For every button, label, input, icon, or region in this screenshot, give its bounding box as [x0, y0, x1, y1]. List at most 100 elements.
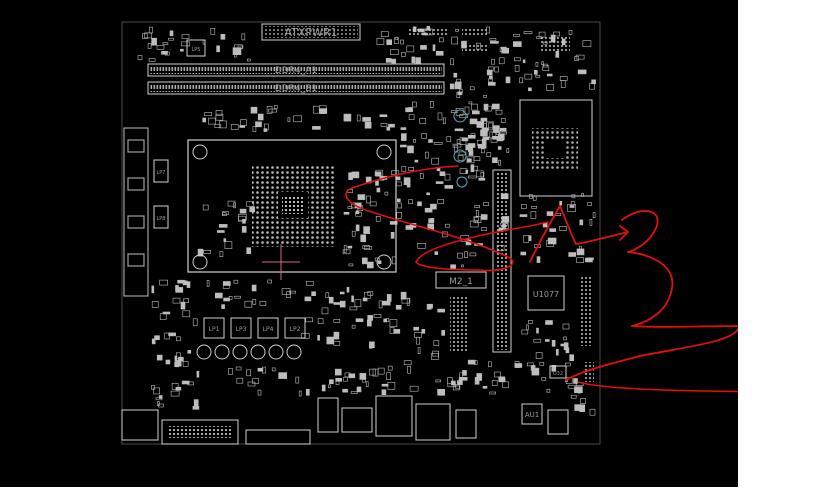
- smd-component: [328, 296, 334, 304]
- smd-component: [247, 58, 251, 62]
- inductor-label: LP1: [209, 326, 220, 333]
- smd-component: [405, 225, 414, 230]
- smd-component: [390, 232, 395, 239]
- smd-component: [462, 370, 467, 376]
- smd-component: [458, 151, 467, 156]
- atx-power-label: ATXPWR1: [284, 26, 337, 39]
- smd-component: [387, 381, 396, 390]
- smd-component: [305, 388, 310, 396]
- smd-component: [430, 203, 437, 210]
- smd-component: [369, 201, 377, 207]
- smd-component: [170, 390, 180, 397]
- smd-component: [386, 294, 392, 302]
- smd-component: [471, 110, 480, 115]
- smd-component: [181, 380, 190, 385]
- smd-component: [497, 146, 502, 150]
- smd-component: [478, 178, 486, 181]
- smd-component: [228, 368, 233, 375]
- smd-component: [328, 384, 331, 389]
- smd-component: [474, 217, 479, 221]
- smd-component: [172, 297, 181, 304]
- smd-component: [180, 48, 184, 52]
- smd-component: [348, 373, 356, 379]
- smd-component: [467, 143, 476, 148]
- smd-component: [555, 51, 560, 58]
- smd-component: [499, 47, 504, 53]
- smd-component: [480, 214, 488, 220]
- smd-component: [468, 101, 473, 105]
- smd-component: [360, 234, 367, 243]
- smd-component: [565, 347, 570, 354]
- smd-component: [343, 212, 350, 215]
- smd-component: [381, 389, 387, 396]
- smd-component: [395, 176, 401, 181]
- smd-component: [400, 133, 407, 141]
- smd-component: [475, 210, 479, 217]
- smd-component: [182, 310, 191, 318]
- chipset: [519, 99, 593, 197]
- smd-component: [465, 169, 469, 174]
- smd-component: [355, 318, 364, 323]
- smd-component: [268, 108, 277, 113]
- smd-component: [216, 45, 220, 53]
- smd-component: [491, 58, 495, 65]
- smd-component: [491, 380, 498, 386]
- smd-component: [386, 127, 391, 131]
- smd-component: [168, 332, 176, 337]
- smd-component: [156, 44, 165, 50]
- smd-component: [555, 213, 562, 216]
- smd-component: [317, 318, 324, 325]
- smd-component: [400, 144, 407, 148]
- smd-component: [533, 338, 542, 343]
- smd-component: [273, 105, 278, 109]
- smd-component: [574, 56, 579, 61]
- smd-component: [379, 114, 388, 117]
- smd-component: [480, 148, 485, 154]
- smd-component: [238, 215, 246, 222]
- smd-component: [502, 381, 509, 389]
- smd-component: [408, 114, 415, 120]
- smd-component: [546, 388, 551, 393]
- smd-component: [473, 165, 478, 171]
- smd-component: [222, 212, 227, 216]
- smd-component: [426, 192, 430, 196]
- pcie-slot: [492, 169, 512, 353]
- smd-component: [234, 295, 241, 299]
- smd-component: [532, 196, 537, 201]
- smd-component: [235, 366, 242, 371]
- smd-component: [486, 69, 493, 76]
- smd-component: [149, 26, 153, 34]
- smd-component: [396, 181, 402, 187]
- smd-component: [356, 114, 361, 122]
- smd-component: [482, 385, 488, 389]
- smd-component: [447, 377, 453, 385]
- smd-component: [147, 43, 152, 49]
- rear-io-row: [121, 395, 569, 445]
- smd-component: [428, 303, 433, 309]
- smd-component: [298, 390, 302, 397]
- smd-component: [333, 340, 341, 346]
- smd-component: [498, 159, 502, 166]
- smd-component: [549, 228, 557, 232]
- smd-component: [385, 58, 392, 63]
- dimm-b-label: DDR4_B1: [275, 84, 317, 94]
- smd-component: [347, 206, 353, 209]
- smd-component: [492, 157, 498, 163]
- smd-component: [407, 365, 412, 374]
- smd-component: [520, 204, 527, 209]
- smd-component: [178, 356, 184, 362]
- smd-component: [240, 119, 247, 126]
- smd-component: [432, 44, 436, 52]
- smd-component: [520, 251, 527, 256]
- smd-component: [408, 107, 413, 110]
- smd-component: [321, 307, 329, 315]
- smd-component: [165, 51, 170, 56]
- smd-component: [219, 120, 227, 129]
- smd-component: [450, 110, 458, 113]
- smd-component: [456, 78, 461, 83]
- smd-component: [457, 380, 463, 385]
- smd-component: [396, 198, 401, 203]
- smd-component: [480, 172, 485, 178]
- smd-component: [144, 32, 152, 39]
- smd-component: [579, 404, 586, 413]
